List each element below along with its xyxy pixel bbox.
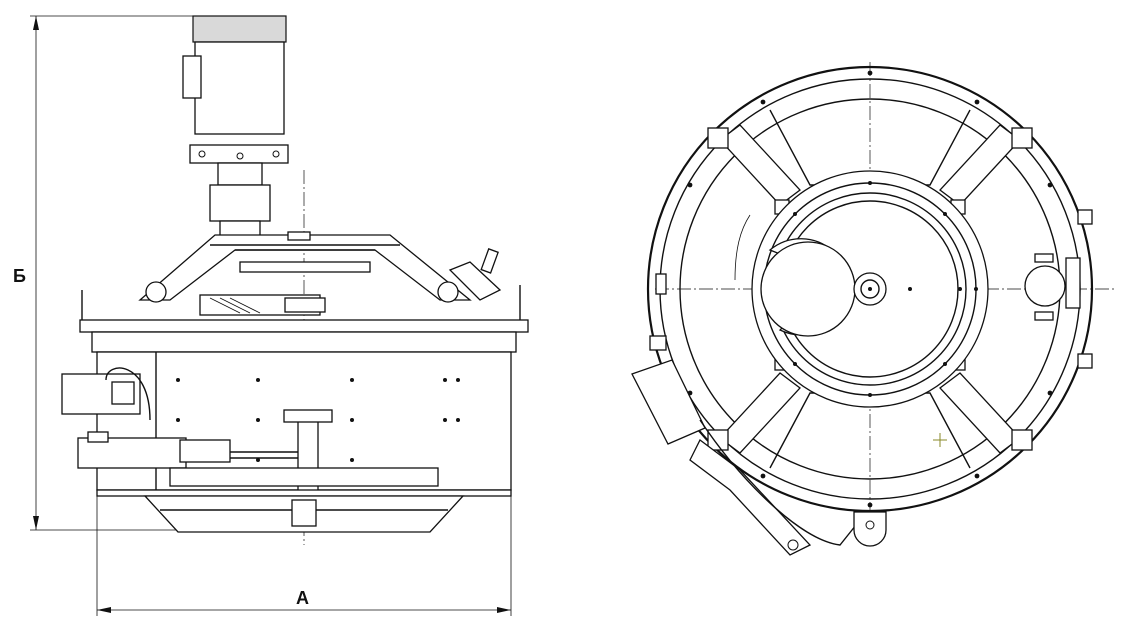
inspection-port bbox=[1024, 253, 1066, 321]
dimension-height-label: Б bbox=[13, 266, 26, 286]
outer-ring bbox=[646, 65, 1094, 513]
gate-drive bbox=[631, 359, 861, 556]
plan-view bbox=[631, 62, 1115, 556]
top-cover bbox=[79, 319, 529, 333]
ring-bolts bbox=[687, 70, 1053, 508]
motor bbox=[182, 15, 289, 240]
reference-mark bbox=[933, 433, 947, 447]
gate-actuator bbox=[61, 367, 300, 469]
side-clamps bbox=[649, 209, 1093, 369]
top-rim bbox=[91, 331, 517, 353]
drive-frame bbox=[81, 231, 521, 320]
discharge-nozzle bbox=[853, 511, 887, 547]
dimension-width bbox=[96, 490, 512, 616]
dimension-width-label: А bbox=[296, 588, 309, 608]
drum-bolts bbox=[176, 378, 460, 462]
bottom-frame bbox=[96, 467, 512, 533]
side-view bbox=[61, 15, 529, 545]
